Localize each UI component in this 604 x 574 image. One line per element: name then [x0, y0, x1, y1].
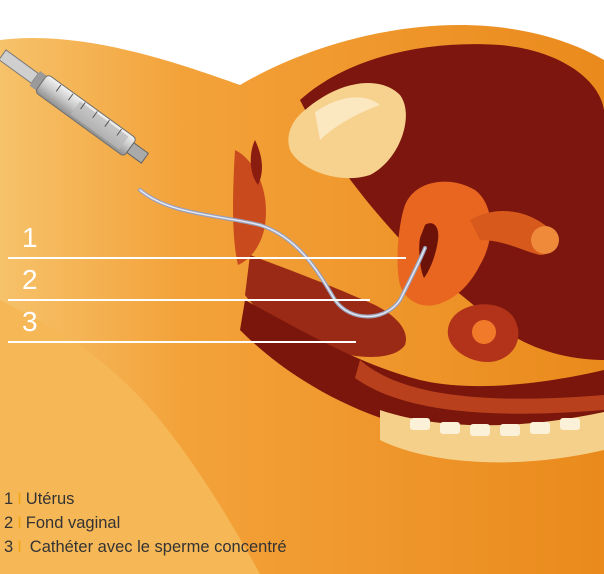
rectum-lumen	[472, 320, 496, 344]
label-number-1: 1	[22, 222, 38, 253]
uterine-cavity	[419, 223, 439, 278]
legend-text: Utérus	[25, 490, 75, 508]
vertebrae	[410, 418, 580, 436]
bladder-highlight	[315, 97, 380, 140]
label-number-2: 2	[22, 264, 38, 295]
legend-separator: I	[17, 514, 22, 532]
syringe	[0, 49, 150, 164]
label-number-3: 3	[22, 306, 38, 337]
labia-detail	[250, 140, 262, 185]
bladder	[288, 83, 406, 179]
legend-separator: I	[17, 490, 22, 508]
legend-text: Cathéter avec le sperme concentré	[29, 538, 287, 556]
ovary	[531, 226, 559, 254]
legend-number: 3	[4, 538, 14, 556]
lower-skin	[0, 300, 260, 574]
vaginal-canal	[245, 255, 406, 357]
legend-separator: I	[17, 538, 22, 556]
legend-number: 1	[4, 490, 14, 508]
catheter-highlight	[139, 189, 426, 318]
legend-text: Fond vaginal	[25, 514, 121, 532]
legend-number: 2	[4, 514, 14, 532]
uterus	[397, 181, 491, 306]
spine-curve	[355, 360, 604, 414]
